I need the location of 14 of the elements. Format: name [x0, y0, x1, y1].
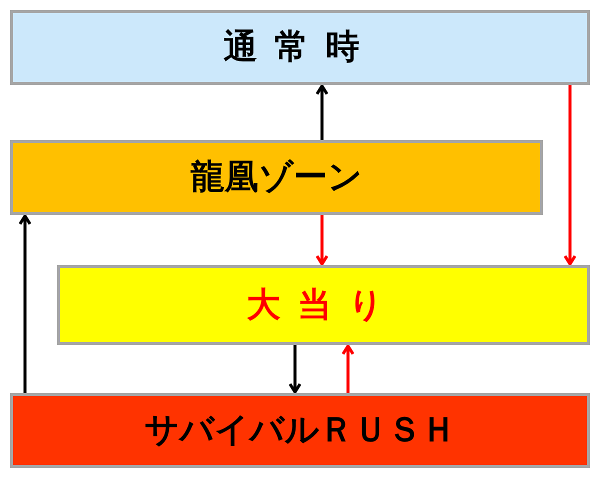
state-label: サバイバルＲＵＳＨ — [144, 409, 456, 452]
state-box — [10, 140, 543, 215]
state-label: 大当り — [246, 284, 400, 326]
arrow — [316, 215, 328, 266]
state-label: 通常時 — [224, 26, 376, 69]
arrow — [342, 344, 354, 393]
state-box — [10, 393, 590, 468]
arrow — [18, 214, 32, 393]
arrow — [288, 345, 302, 394]
arrow — [564, 85, 576, 266]
state-label: 龍凰ゾーン — [190, 156, 362, 199]
state-box — [10, 10, 590, 85]
state-box — [57, 265, 590, 345]
arrow — [316, 84, 328, 140]
